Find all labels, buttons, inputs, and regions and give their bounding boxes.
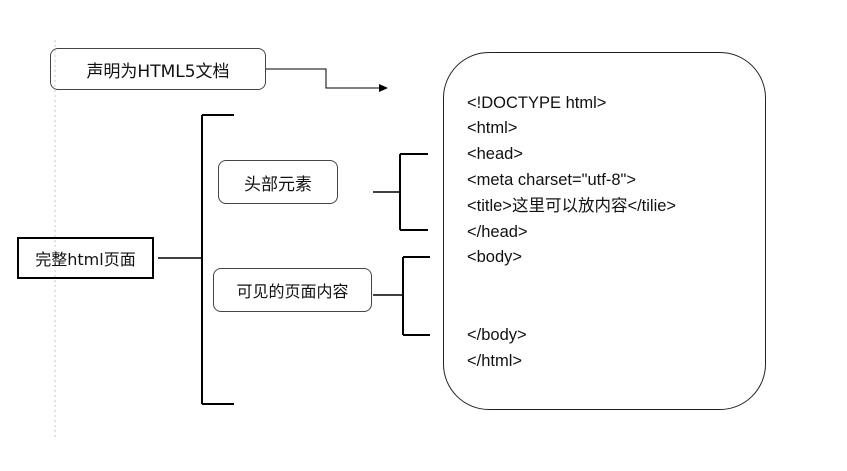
doctype-note-box: 声明为HTML5文档: [50, 48, 266, 90]
visible-content-label: 可见的页面内容: [236, 282, 349, 301]
code-body-open: <body>: [467, 248, 523, 266]
code-head-open: <head>: [467, 145, 523, 163]
code-html-open: <html>: [467, 119, 518, 137]
code-html-close: </html>: [467, 352, 523, 370]
code-title: <title>这里可以放内容</tilie>: [467, 197, 677, 215]
full-page-box: 完整html页面: [17, 237, 154, 279]
visible-content-box: 可见的页面内容: [213, 268, 372, 312]
doctype-note-label: 声明为HTML5文档: [86, 61, 230, 82]
code-body-close: </body>: [467, 326, 527, 344]
code-meta: <meta charset="utf-8">: [467, 171, 637, 189]
arrow-head: [379, 84, 388, 92]
head-element-box: 头部元素: [218, 160, 338, 204]
code-doctype: <!DOCTYPE html>: [467, 94, 607, 112]
code-head-close: </head>: [467, 223, 528, 241]
full-page-label: 完整html页面: [35, 250, 136, 269]
code-panel: [443, 52, 766, 410]
head-element-label: 头部元素: [244, 174, 312, 195]
doctype-connector: [265, 68, 380, 89]
